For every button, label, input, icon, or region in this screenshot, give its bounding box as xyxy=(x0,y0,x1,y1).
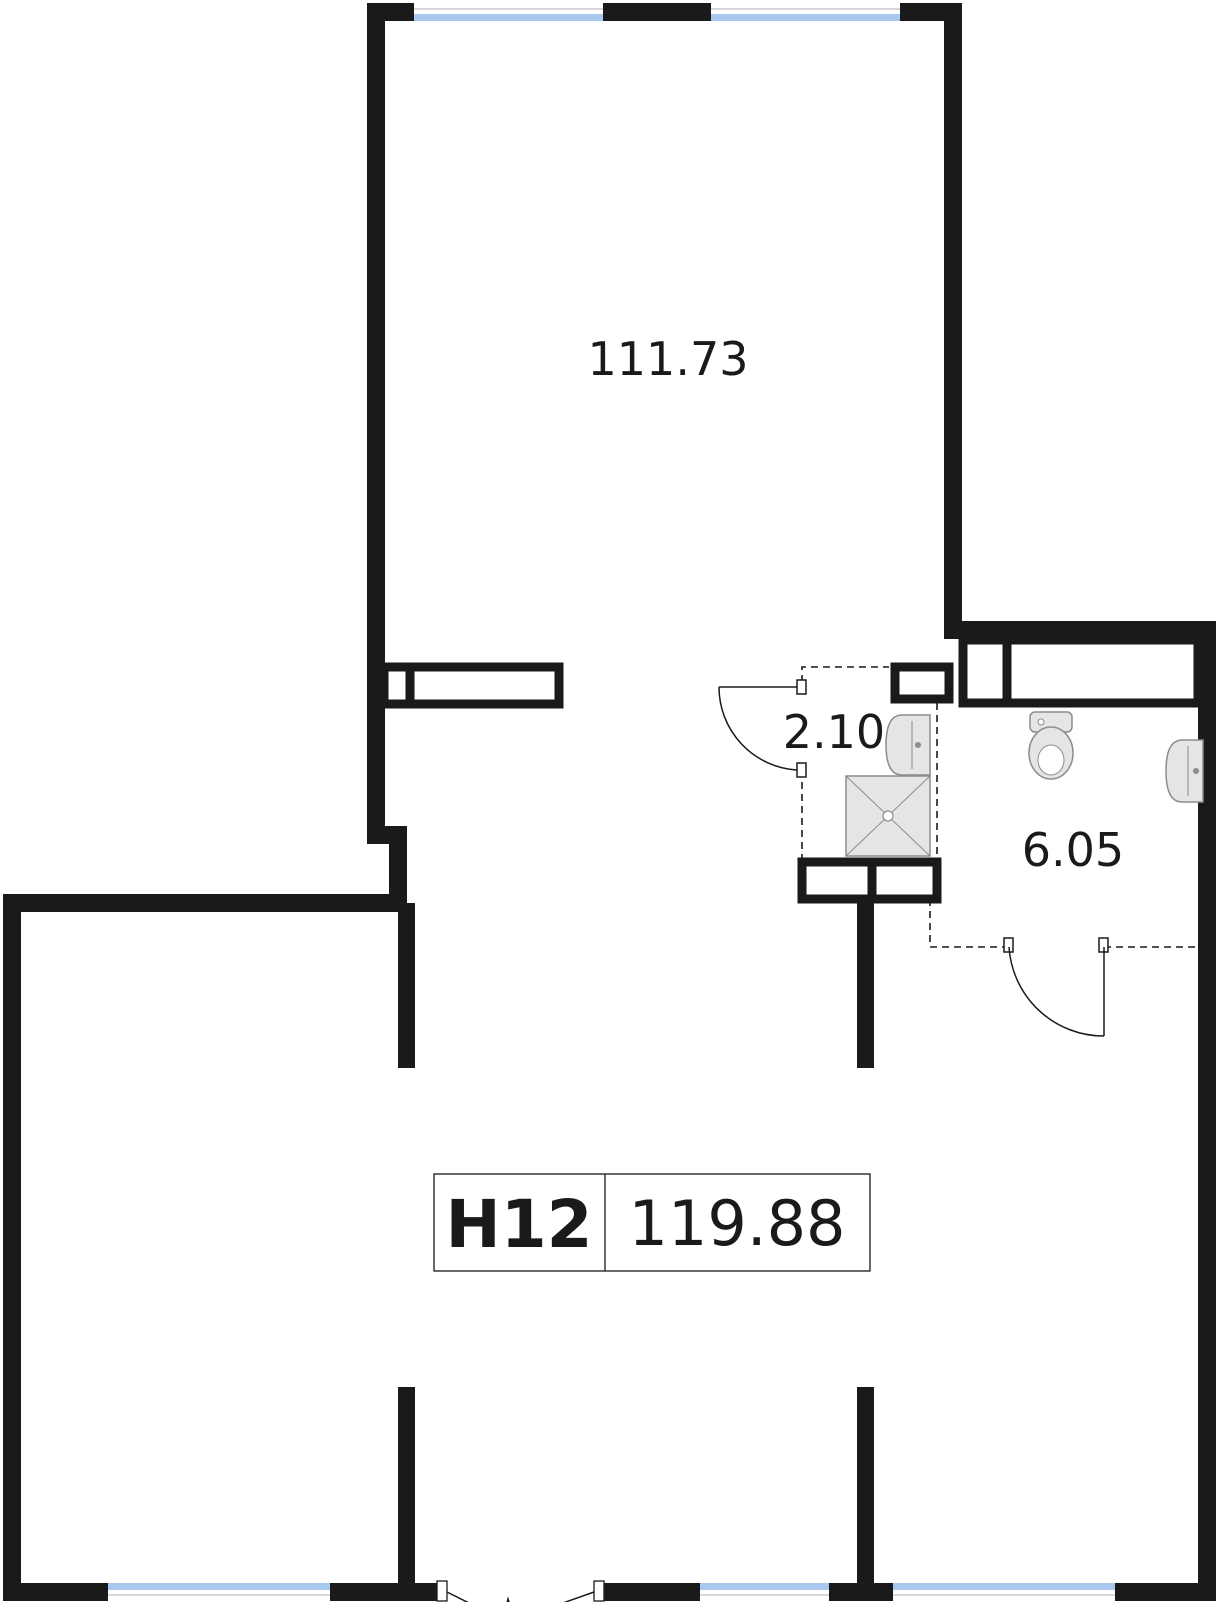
room-area-shower-room: 2.10 xyxy=(783,705,885,759)
window-bottom-middle xyxy=(700,1583,829,1601)
beam-right-small xyxy=(958,635,1012,708)
sink-toilet-room xyxy=(1165,739,1204,803)
beam-left-long xyxy=(405,662,564,709)
interior-walls xyxy=(398,880,874,1592)
window-top-left xyxy=(414,3,603,21)
wall-upper-right xyxy=(944,12,1216,1592)
outer-walls xyxy=(3,3,1216,1601)
beam-center xyxy=(890,662,954,704)
unit-code: Н12 xyxy=(445,1186,592,1263)
beam-right-long xyxy=(1002,635,1203,708)
wall-upper-left xyxy=(3,12,407,1592)
shower-door xyxy=(718,679,807,778)
shower-tray xyxy=(845,775,931,857)
windows xyxy=(108,3,1115,1601)
room-area-main-hall: 111.73 xyxy=(588,332,749,386)
beam-shower-left xyxy=(797,857,877,904)
dashed-partitions xyxy=(801,666,1213,948)
wall-partition-right-lower xyxy=(857,1387,874,1592)
window-top-right xyxy=(711,3,900,21)
unit-badge: Н12 119.88 xyxy=(433,1173,871,1272)
wall-partition-right-upper xyxy=(857,880,874,1068)
beam-shower-right xyxy=(867,857,942,904)
wall-partition-left-lower xyxy=(398,1387,415,1592)
partition-shower xyxy=(801,666,889,694)
toilet-door xyxy=(1003,937,1109,1037)
room-area-toilet-room: 6.05 xyxy=(1022,823,1124,877)
unit-total-area: 119.88 xyxy=(629,1187,846,1260)
entrance-door xyxy=(436,1580,605,1602)
window-bottom-left xyxy=(108,1583,330,1601)
wall-partition-left-upper xyxy=(398,903,415,1068)
toilet-bowl xyxy=(1028,711,1074,780)
sink-shower-room xyxy=(885,714,931,776)
window-bottom-right xyxy=(893,1583,1115,1601)
beams xyxy=(379,635,1203,904)
